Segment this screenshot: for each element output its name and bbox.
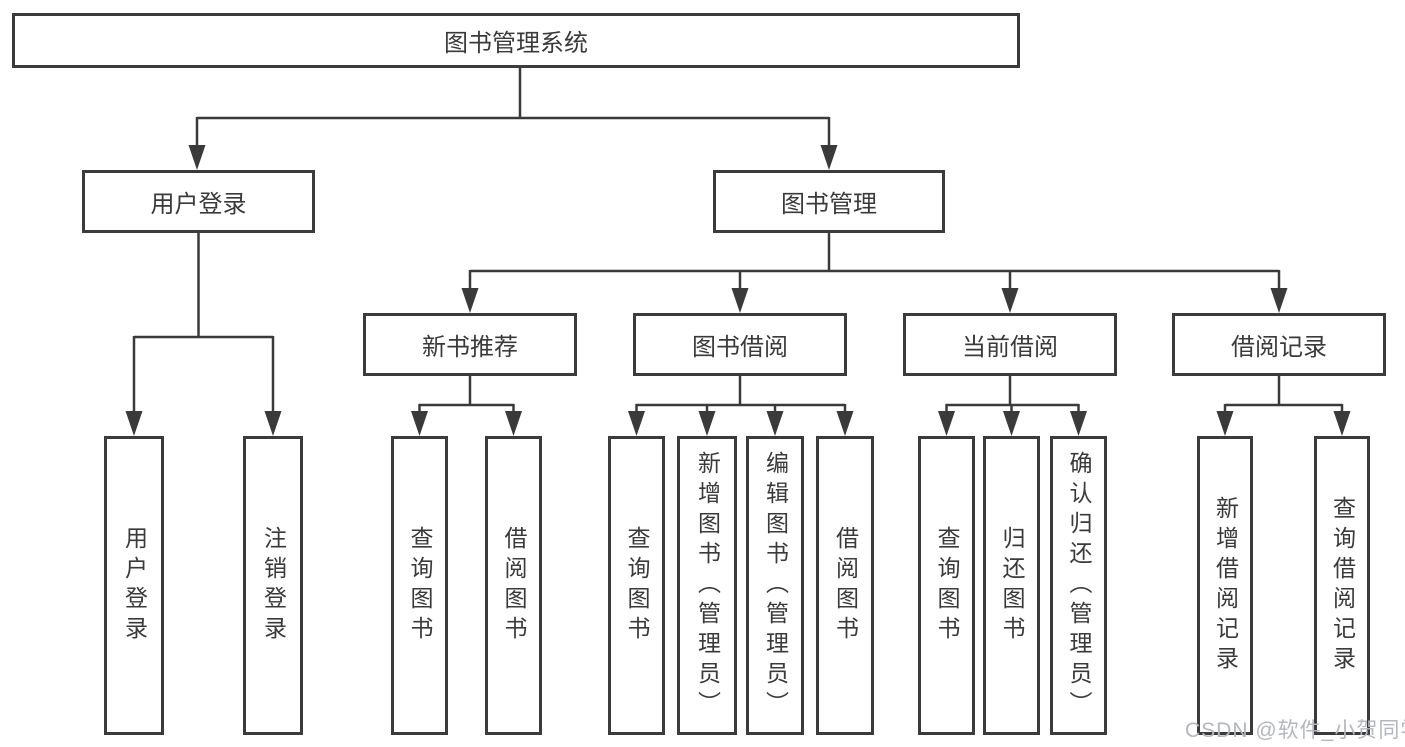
node-label: 查询图书 [624,525,650,646]
leaf-borrow-books-recommend: 借阅图书 [485,436,542,735]
node-label: 查询图书 [934,525,960,646]
node-label: 用户登录 [121,525,148,646]
leaf-return-books: 归还图书 [983,436,1040,735]
node-current-borrowing: 当前借阅 [903,313,1117,376]
leaf-add-borrow-record: 新增借阅记录 [1197,436,1253,735]
leaf-query-books-current: 查询图书 [918,436,975,735]
leaf-user-login: 用户登录 [104,436,164,735]
node-book-management: 图书管理 [713,170,945,233]
node-new-book-recommend: 新书推荐 [363,313,577,376]
leaf-query-books-borrowing: 查询图书 [608,436,665,735]
leaf-query-borrow-record: 查询借阅记录 [1314,436,1370,735]
node-label: 借阅图书 [832,525,859,646]
leaf-borrow-books: 借阅图书 [816,436,874,735]
node-label: 当前借阅 [962,334,1058,361]
leaf-edit-book-admin: 编辑图书（管理员） [746,436,804,735]
node-label: 用户登录 [150,191,247,218]
node-label: 查询借阅记录 [1329,495,1356,676]
node-borrowing-records: 借阅记录 [1172,313,1386,376]
leaf-logout: 注销登录 [243,436,303,735]
node-label: 图书管理系统 [444,30,588,57]
node-library-management-system: 图书管理系统 [12,13,1020,68]
node-label: 借阅图书 [501,525,527,646]
node-label: 图书借阅 [692,334,788,361]
node-label: 查询图书 [407,525,433,646]
node-label: 确认归还（管理员） [1066,450,1092,721]
node-label: 新增图书（管理员） [694,450,721,721]
node-label: 注销登录 [260,525,287,646]
node-label: 归还图书 [999,525,1025,646]
leaf-confirm-return-admin: 确认归还（管理员） [1050,436,1107,735]
csdn-watermark: CSDN @软件_小贺同学 [1185,719,1405,742]
node-label: 新书推荐 [422,334,518,361]
node-book-borrowing: 图书借阅 [633,313,847,376]
leaf-add-book-admin: 新增图书（管理员） [677,436,737,735]
node-label: 编辑图书（管理员） [762,450,789,721]
leaf-query-books-recommend: 查询图书 [391,436,448,735]
node-user-login: 用户登录 [82,170,315,233]
node-label: 图书管理 [781,191,877,218]
node-label: 新增借阅记录 [1212,495,1239,676]
node-label: 借阅记录 [1231,334,1327,361]
